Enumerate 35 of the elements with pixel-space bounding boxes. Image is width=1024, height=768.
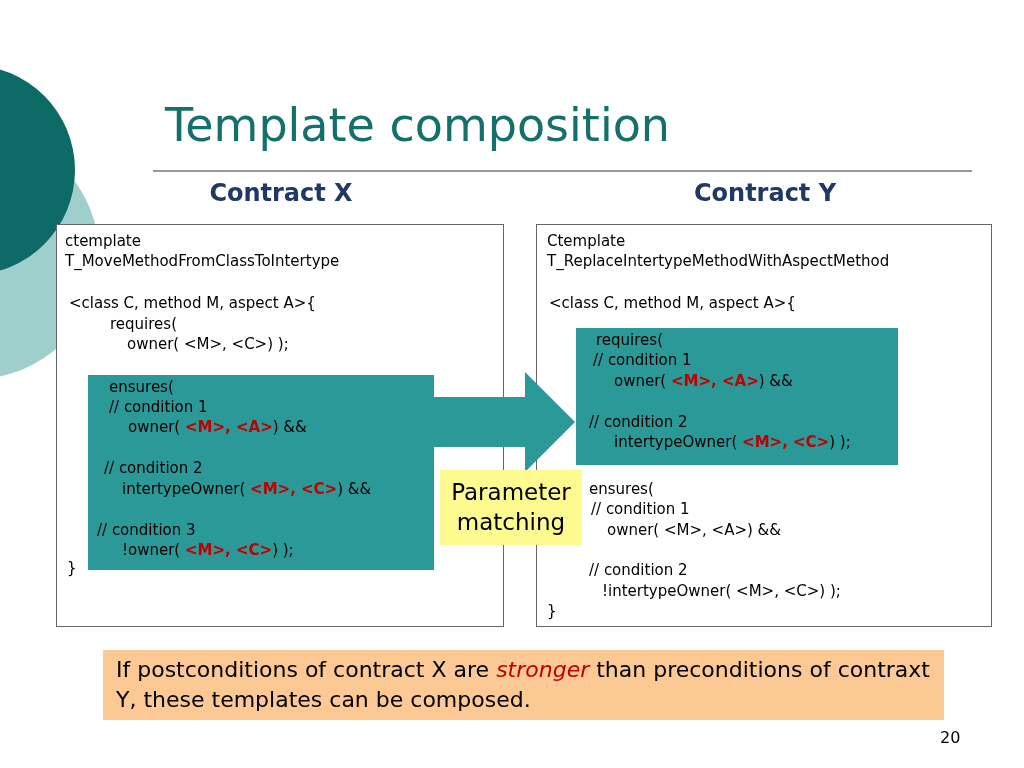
code-line: // condition 1 <box>593 350 692 370</box>
code-line: // condition 1 <box>109 397 208 417</box>
code-line: // condition 2 <box>589 560 688 580</box>
code-line: // condition 3 <box>97 520 196 540</box>
code-line: owner( <M>, <A>) && <box>607 520 781 540</box>
code-line: !intertypeOwner( <M>, <C>) ); <box>602 581 841 601</box>
page-number: 20 <box>940 728 961 747</box>
code-line: intertypeOwner( <M>, <C>) ); <box>614 432 851 452</box>
code-line: requires( <box>110 314 177 334</box>
code-line: } <box>547 601 557 621</box>
edge-label: Parameter matching <box>440 470 582 545</box>
slide-title: Template composition <box>165 98 670 152</box>
code-line: <class C, method M, aspect A>{ <box>69 293 316 313</box>
code-line: ctemplate T_MoveMethodFromClassToIntertype <box>65 231 341 271</box>
highlight-panel <box>576 328 898 465</box>
note-box <box>103 650 944 720</box>
highlight-panel <box>88 375 434 570</box>
code-line: // condition 1 <box>591 499 690 519</box>
code-line: } <box>67 558 77 578</box>
code-line: // condition 2 <box>589 412 688 432</box>
code-line: ensures( <box>109 377 174 397</box>
code-line: intertypeOwner( <M>, <C>) && <box>122 479 372 499</box>
note-text: If postconditions of contract X are stronger than preconditions of contraxt Y, these templates can be composed. <box>116 656 931 714</box>
code-line: ensures( <box>589 479 654 499</box>
column-heading: Contract X <box>208 183 354 203</box>
code-line: // condition 2 <box>104 458 203 478</box>
block-arrow <box>433 372 575 472</box>
code-line: owner( <M>, <A>) && <box>128 417 307 437</box>
code-line: !owner( <M>, <C>) ); <box>122 540 294 560</box>
code-line: owner( <M>, <C>) ); <box>127 334 289 354</box>
code-line: owner( <M>, <A>) && <box>614 371 793 391</box>
code-line: requires( <box>596 330 663 350</box>
code-line: Ctemplate T_ReplaceIntertypeMethodWithAspectMethod <box>547 231 891 271</box>
column-heading: Contract Y <box>692 183 838 203</box>
code-line: <class C, method M, aspect A>{ <box>549 293 796 313</box>
